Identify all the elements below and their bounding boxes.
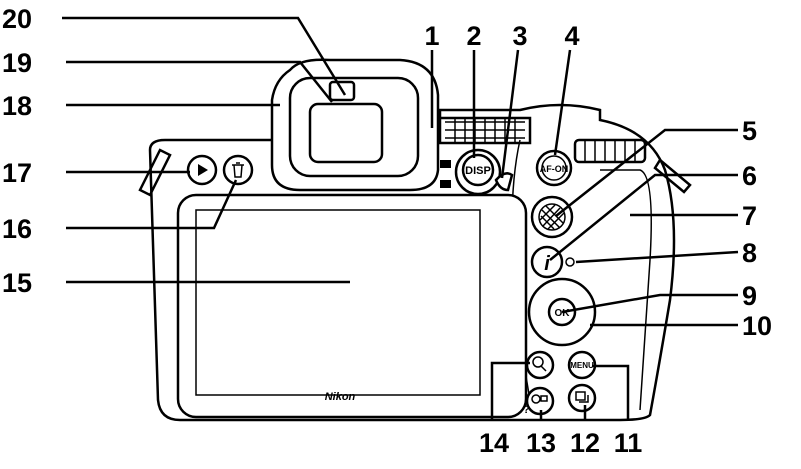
brand-logo: Nikon: [325, 391, 356, 403]
callout-17: 17: [2, 158, 32, 188]
callout-16: 16: [2, 214, 32, 244]
strap-lug-left: [138, 148, 172, 197]
menu-label: MENU: [570, 361, 594, 370]
eyepiece: [270, 58, 440, 192]
callout-11: 11: [614, 428, 643, 458]
callout-4: 4: [564, 21, 579, 51]
info-label: i: [544, 253, 550, 275]
playback-button[interactable]: [186, 154, 218, 186]
af-on-button[interactable]: AF-ON: [535, 149, 573, 187]
zoom-in-button[interactable]: [525, 350, 555, 380]
movie-mode-icon: [440, 180, 451, 188]
callout-12: 12: [570, 428, 600, 458]
delete-button[interactable]: [222, 154, 254, 186]
callout-19: 19: [2, 48, 32, 78]
release-mode-button[interactable]: [567, 383, 597, 413]
af-on-label: AF-ON: [540, 164, 569, 174]
callout-14: 14: [479, 428, 509, 458]
leader-lines: [62, 16, 739, 420]
callout-10: 10: [742, 311, 772, 341]
callout-5: 5: [742, 116, 757, 146]
callout-7: 7: [742, 201, 757, 231]
callout-9: 9: [742, 281, 757, 311]
menu-button[interactable]: MENU: [567, 350, 597, 380]
release-mode-icon: [575, 391, 586, 401]
viewfinder-window: [308, 102, 384, 164]
monitor: Nikon: [176, 193, 528, 419]
callout-18: 18: [2, 91, 32, 121]
zoom-in-icon: [540, 365, 547, 372]
strap-lug-right: [653, 158, 692, 194]
callout-15: 15: [2, 268, 32, 298]
ok-label: OK: [555, 308, 571, 319]
callout-numbers: 1 2 3 4 5 6 7 8 9 10 11 12 13 14 15 16 1…: [2, 4, 772, 458]
callout-13: 13: [526, 428, 556, 458]
disp-button[interactable]: DISP: [454, 148, 502, 196]
callout-1: 1: [424, 21, 439, 51]
sub-selector[interactable]: [530, 195, 574, 239]
photo-mode-icon: [440, 160, 451, 168]
callout-3: 3: [512, 21, 527, 51]
play-icon: [198, 164, 208, 176]
disp-label: DISP: [465, 165, 491, 177]
help-icon: ?: [523, 404, 530, 416]
memory-card-access-lamp: [565, 257, 575, 267]
callout-6: 6: [742, 161, 757, 191]
sub-command-dial: [573, 138, 647, 164]
trash-icon: [232, 162, 244, 178]
info-button[interactable]: i: [530, 245, 564, 279]
callout-2: 2: [466, 21, 481, 51]
callout-20: 20: [2, 4, 32, 34]
callout-8: 8: [742, 238, 757, 268]
